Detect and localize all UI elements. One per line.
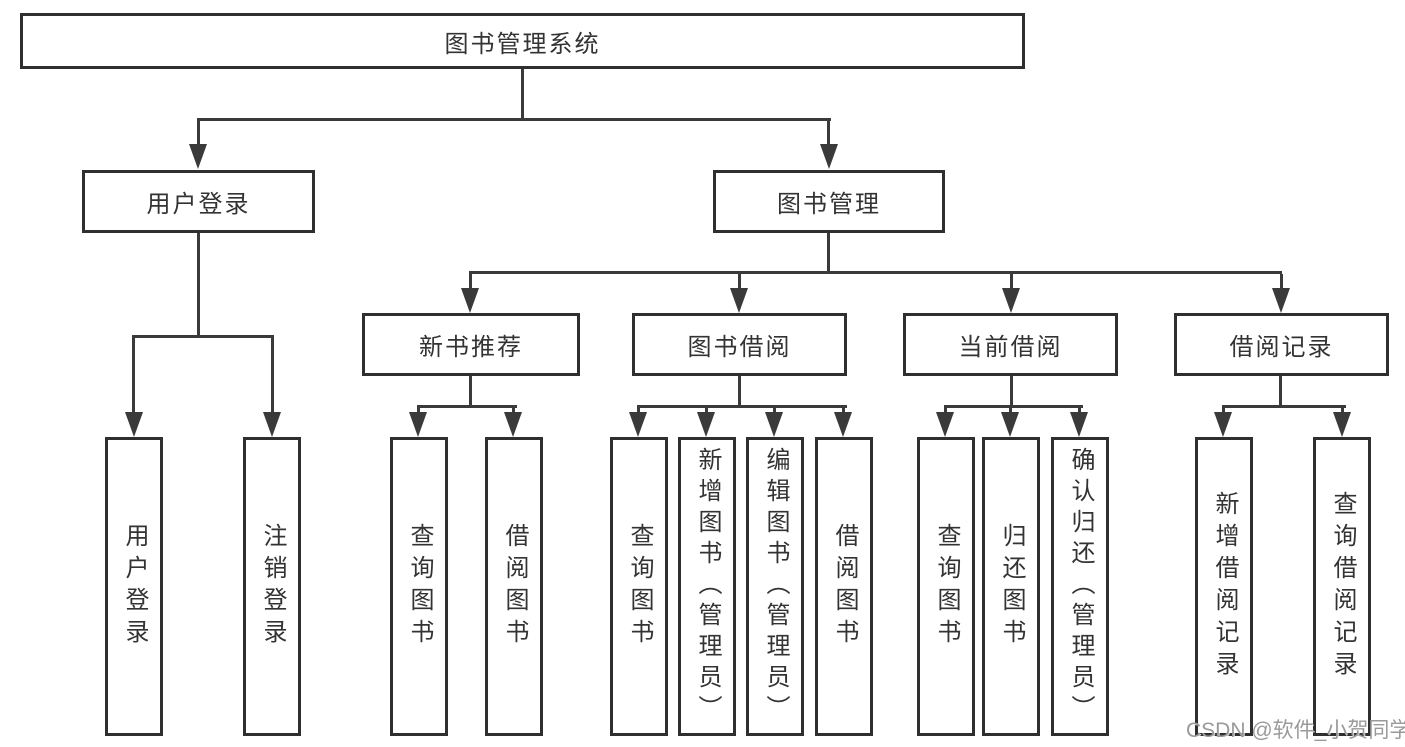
connector-line [469, 271, 1282, 274]
connector-line [197, 118, 831, 121]
arrowhead-icon [1001, 412, 1019, 437]
node-label: 图书管理 [777, 191, 881, 218]
leaf-logout: 注销登录 [243, 437, 301, 736]
connector-line [1222, 405, 1346, 408]
leaf-label: 确认归还（管理员） [1067, 447, 1094, 726]
node-root: 图书管理系统 [20, 13, 1025, 69]
connector-line [944, 408, 947, 414]
connector-line [469, 376, 472, 407]
connector-line [417, 405, 517, 408]
leaf-edit-book-admin: 编辑图书（管理员） [746, 437, 804, 736]
leaf-label: 借阅图书 [831, 522, 858, 651]
leaf-user-login: 用户登录 [105, 437, 163, 736]
node-book-borrowing: 图书借阅 [632, 313, 847, 376]
leaf-confirm-return-admin: 确认归还（管理员） [1051, 437, 1109, 736]
arrowhead-icon [461, 288, 479, 313]
connector-line [132, 335, 274, 338]
connector-line [132, 338, 135, 412]
connector-line [773, 408, 776, 414]
leaf-label: 编辑图书（管理员） [762, 447, 789, 726]
connector-line [827, 121, 830, 144]
leaf-label: 查询图书 [626, 522, 653, 651]
connector-line [1078, 408, 1081, 414]
connector-line [738, 274, 741, 290]
arrowhead-icon [1214, 412, 1232, 437]
node-label: 借阅记录 [1229, 334, 1334, 361]
node-book-management: 图书管理 [713, 170, 945, 233]
connector-line [1222, 408, 1225, 414]
connector-line [738, 376, 741, 407]
connector-line [271, 338, 274, 412]
leaf-add-borrow-record: 新增借阅记录 [1195, 437, 1253, 736]
leaf-label: 新增图书（管理员） [694, 447, 721, 726]
node-borrowing-records: 借阅记录 [1174, 313, 1389, 376]
connector-line [1010, 376, 1013, 407]
connector-line [521, 69, 524, 120]
connector-line [197, 121, 200, 144]
leaf-label: 归还图书 [998, 522, 1025, 651]
csdn-watermark: CSDN @软件_小贺同学 [1186, 719, 1405, 742]
node-label: 用户登录 [146, 191, 251, 218]
node-label: 新书推荐 [419, 334, 523, 361]
connector-line [842, 408, 845, 414]
node-current-borrowing: 当前借阅 [903, 313, 1118, 376]
leaf-label: 用户登录 [121, 522, 148, 651]
node-label: 图书借阅 [687, 334, 792, 361]
connector-line [1341, 408, 1344, 414]
arrowhead-icon [834, 412, 852, 437]
node-user-login: 用户登录 [82, 170, 315, 233]
leaf-borrow-books-recommend: 借阅图书 [485, 437, 543, 736]
connector-line [637, 405, 847, 408]
connector-line [512, 408, 515, 414]
connector-line [1010, 274, 1013, 290]
leaf-borrow-books-borrowing: 借阅图书 [815, 437, 873, 736]
leaf-add-book-admin: 新增图书（管理员） [678, 437, 736, 736]
connector-line [1279, 376, 1282, 407]
arrowhead-icon [936, 412, 954, 437]
leaf-label: 查询借阅记录 [1329, 490, 1356, 683]
connector-line [1009, 408, 1012, 414]
connector-line [705, 408, 708, 414]
arrowhead-icon [189, 144, 207, 169]
node-label: 图书管理系统 [444, 30, 601, 58]
leaf-query-borrow-record: 查询借阅记录 [1313, 437, 1371, 736]
leaf-query-books-current: 查询图书 [917, 437, 975, 736]
leaf-label: 查询图书 [933, 522, 960, 651]
connector-line [944, 405, 1083, 408]
arrowhead-icon [730, 288, 748, 313]
arrowhead-icon [629, 412, 647, 437]
connector-line [417, 408, 420, 414]
leaf-label: 查询图书 [406, 522, 433, 651]
connector-line [197, 233, 200, 337]
leaf-label: 注销登录 [259, 522, 286, 651]
arrowhead-icon [1333, 412, 1351, 437]
connector-line [469, 274, 472, 290]
arrowhead-icon [409, 412, 427, 437]
leaf-return-books: 归还图书 [982, 437, 1040, 736]
leaf-query-books-borrowing: 查询图书 [610, 437, 668, 736]
arrowhead-icon [1272, 288, 1290, 313]
arrowhead-icon [1070, 412, 1088, 437]
arrowhead-icon [125, 412, 143, 437]
arrowhead-icon [697, 412, 715, 437]
connector-line [1280, 274, 1283, 290]
connector-line [637, 408, 640, 414]
arrowhead-icon [820, 144, 838, 169]
connector-line [827, 233, 830, 273]
leaf-label: 新增借阅记录 [1211, 490, 1238, 683]
arrowhead-icon [504, 412, 522, 437]
node-label: 当前借阅 [958, 334, 1063, 361]
node-new-book-recommendation: 新书推荐 [362, 313, 580, 376]
arrowhead-icon [765, 412, 783, 437]
leaf-label: 借阅图书 [501, 522, 528, 651]
leaf-query-books-recommend: 查询图书 [390, 437, 448, 736]
arrowhead-icon [1002, 288, 1020, 313]
arrowhead-icon [263, 412, 281, 437]
